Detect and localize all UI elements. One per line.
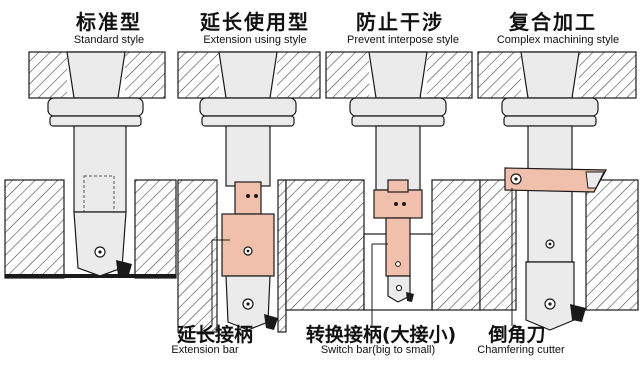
workpiece-left xyxy=(4,179,65,279)
column-title-standard: 标准型 xyxy=(76,10,142,34)
callout-chamfering-cutter: 倒角刀 xyxy=(488,324,546,346)
workpiece-right xyxy=(134,179,177,279)
workpiece-right xyxy=(585,179,639,311)
workpiece-left xyxy=(285,179,365,311)
tool-holder-taper xyxy=(520,51,580,99)
boring-head xyxy=(525,261,575,331)
workpiece-left xyxy=(479,179,517,311)
workpiece-right xyxy=(431,179,481,311)
workpiece-floor xyxy=(5,274,176,278)
holder-body xyxy=(73,125,127,213)
boring-head xyxy=(73,211,127,277)
column-subtitle-prevent-interpose: Prevent interpose style xyxy=(347,34,459,46)
chamfer-insert-icon xyxy=(585,171,605,189)
chamfer-collar xyxy=(504,167,607,193)
prevent-interpose-style-assembly xyxy=(285,51,481,326)
callout-extension-bar: 延长接柄 xyxy=(176,324,253,346)
tool-holder-taper xyxy=(66,51,126,99)
callout-extension-bar-en: Extension bar xyxy=(171,344,239,356)
holder-flange xyxy=(501,97,599,117)
switch-bar xyxy=(385,217,411,277)
tool-holder-taper xyxy=(368,51,428,99)
column-title-extension: 延长使用型 xyxy=(200,10,310,34)
standard-style-assembly xyxy=(4,51,177,279)
holder-flange xyxy=(199,97,297,117)
cutting-insert-icon xyxy=(116,260,132,278)
column-subtitle-complex-machining: Complex machining style xyxy=(496,34,620,46)
holder-flange xyxy=(47,97,144,117)
cutting-insert-icon xyxy=(264,314,278,330)
cutting-insert-icon xyxy=(570,304,586,322)
callout-switch-bar: 转换接柄(大接小) xyxy=(305,324,457,346)
column-title-prevent-interpose: 防止干涉 xyxy=(356,10,444,34)
tool-holder-taper xyxy=(218,51,278,99)
callout-chamfering-cutter-en: Chamfering cutter xyxy=(477,344,565,356)
complex-machining-style-assembly xyxy=(477,51,639,331)
workpiece-left xyxy=(177,179,218,333)
extension-style-assembly xyxy=(177,51,321,333)
extension-bar xyxy=(221,213,275,277)
column-subtitle-extension: Extension using style xyxy=(203,34,307,46)
holder-body xyxy=(225,125,271,187)
column-title-complex-machining: 复合加工 xyxy=(509,10,597,34)
callout-switch-bar-en: Switch bar(big to small) xyxy=(320,344,436,356)
cutting-insert-icon xyxy=(406,292,414,302)
column-subtitle-standard: Standard style xyxy=(73,34,145,46)
workpiece-right xyxy=(277,179,287,333)
holder-flange xyxy=(349,97,447,117)
